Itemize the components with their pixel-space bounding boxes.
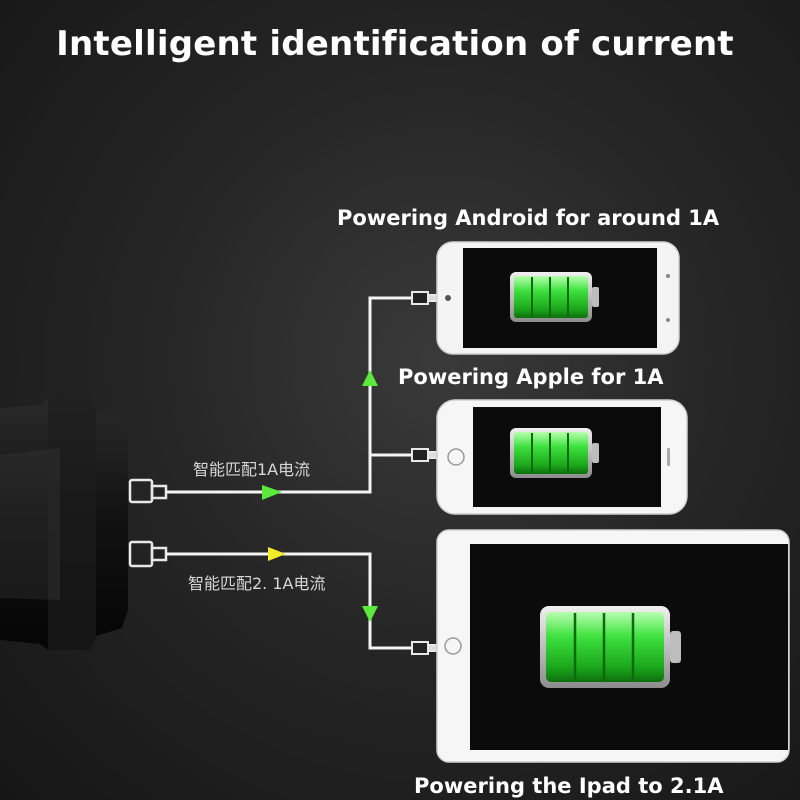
caption-android: Powering Android for around 1A [337, 206, 720, 230]
usb-plug-2 [128, 540, 168, 568]
connector-android [411, 291, 429, 305]
battery-icon [510, 272, 599, 322]
battery-icon [510, 428, 599, 478]
port1-label: 智能匹配1A电流 [193, 460, 311, 479]
port2-label: 智能匹配2. 1A电流 [188, 574, 326, 593]
arrow-green-down-icon [362, 606, 378, 622]
arrow-green-up-icon [362, 370, 378, 386]
home-button-icon [444, 637, 462, 655]
connector-iphone [411, 448, 429, 462]
page-title: Intelligent identification of current [56, 24, 734, 64]
arrow-green-right-icon [262, 485, 282, 500]
home-button-icon [447, 448, 465, 466]
cable-ipad [166, 552, 412, 650]
android-phone [436, 241, 680, 355]
connector-ipad [411, 641, 429, 655]
caption-apple: Powering Apple for 1A [398, 365, 664, 389]
usb-plug-1 [128, 478, 168, 504]
ipad [436, 529, 790, 763]
car-charger [0, 398, 128, 650]
battery-icon [540, 606, 681, 688]
iphone [436, 399, 688, 515]
caption-ipad: Powering the Ipad to 2.1A [414, 774, 724, 798]
arrow-yellow-right-icon [268, 547, 286, 561]
